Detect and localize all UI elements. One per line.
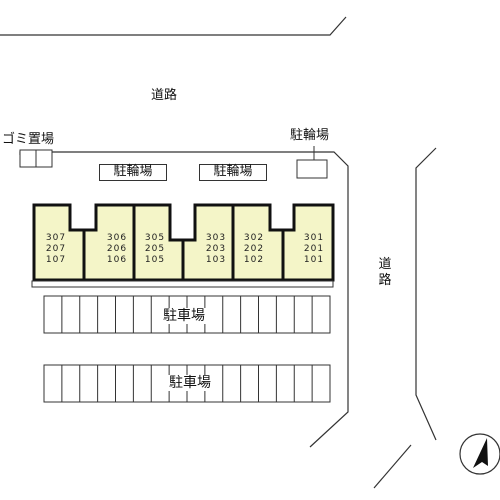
building-base-strip: [31, 280, 334, 288]
bike-parking-center: 駐輪場: [199, 164, 267, 181]
bike-parking-label-top-right: 駐輪場: [290, 128, 330, 143]
bike-parking-box: [296, 159, 328, 179]
road-edge-top: [0, 16, 347, 36]
garbage-area-label: ゴミ置場: [2, 132, 55, 147]
parking-label-1: 駐車場: [160, 308, 208, 324]
parking-label-2: 駐車場: [166, 375, 214, 391]
road-label-top: 道路: [151, 88, 178, 103]
apartment-building: [32, 203, 335, 282]
road-edge-bottom-right: [373, 444, 412, 489]
road-label-right-2: 路: [378, 273, 392, 288]
road-label-right-1: 道: [378, 257, 392, 272]
unit-block-301: [281, 203, 335, 282]
bike-parking-left: 駐輪場: [99, 164, 167, 181]
road-edge-right: [415, 147, 437, 441]
north-arrow-icon: [459, 433, 500, 475]
